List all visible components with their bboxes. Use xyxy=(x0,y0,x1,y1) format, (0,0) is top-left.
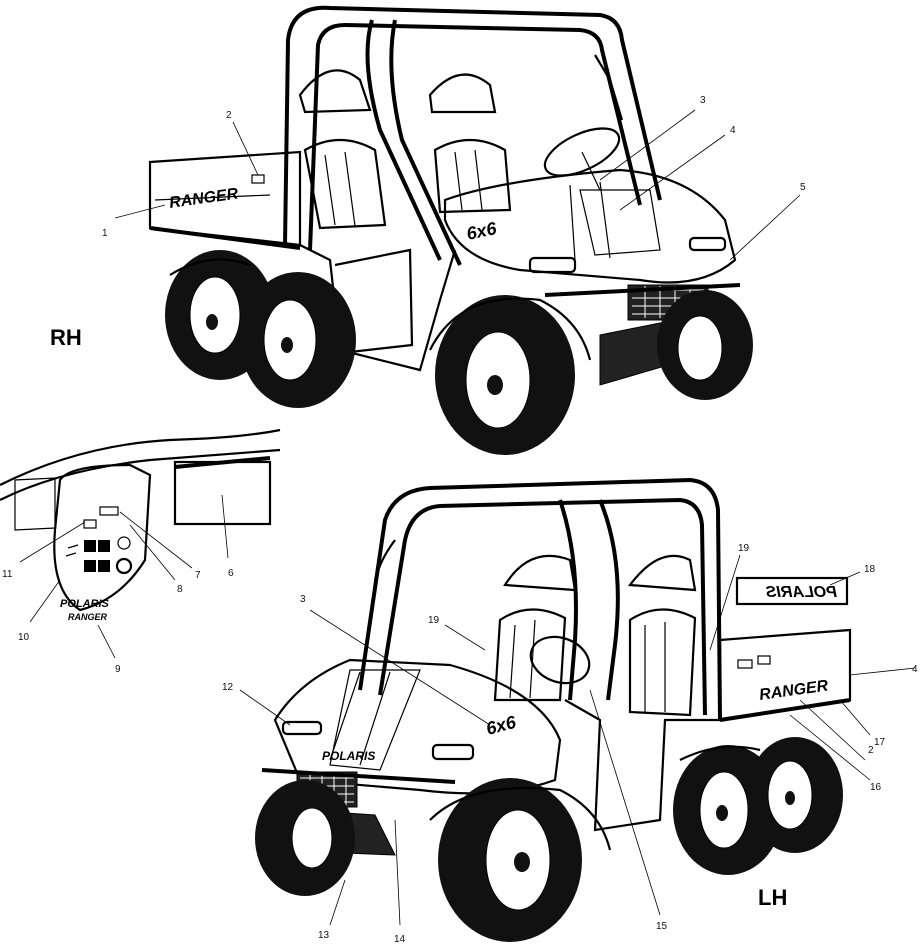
callout-4-lh: 4 xyxy=(912,664,918,675)
callout-19-hood: 19 xyxy=(428,615,440,626)
callout-3-lh: 3 xyxy=(300,594,306,605)
callout-14: 14 xyxy=(394,934,406,945)
lh-vehicle: RANGER POLARIS 6x6 POLARIS xyxy=(255,477,852,942)
rh-vehicle: RANGER 6x6 xyxy=(148,5,753,455)
callout-1-rh: 1 xyxy=(102,228,108,239)
callout-15: 15 xyxy=(656,921,668,932)
callout-10: 10 xyxy=(18,632,30,643)
callout-7: 7 xyxy=(195,570,201,581)
dash-ranger-decal: RANGER xyxy=(68,612,108,622)
rh-view-label: RH xyxy=(50,325,82,350)
callout-11: 11 xyxy=(2,569,13,580)
callout-4-rh: 4 xyxy=(730,125,736,136)
callout-2-lh: 2 xyxy=(868,745,874,756)
hood-polaris-decal: POLARIS xyxy=(322,749,375,763)
callout-18: 18 xyxy=(864,564,876,575)
callout-13: 13 xyxy=(318,930,330,941)
rear-polaris-decal: POLARIS xyxy=(766,584,837,601)
callout-6: 6 xyxy=(228,568,234,579)
rh-callouts: 1 2 3 4 5 xyxy=(102,95,806,261)
dash-callouts: 6 7 8 9 10 11 xyxy=(2,494,234,675)
callout-3-rh: 3 xyxy=(700,95,706,106)
callout-8: 8 xyxy=(177,584,183,595)
callout-19-cage: 19 xyxy=(738,543,750,554)
dash-polaris-decal: POLARIS xyxy=(60,598,110,610)
callout-5-rh: 5 xyxy=(800,182,806,193)
callout-9: 9 xyxy=(115,664,121,675)
callout-2-rh: 2 xyxy=(226,110,232,121)
callout-12: 12 xyxy=(222,682,234,693)
lh-view-label: LH xyxy=(758,885,787,910)
lh-callouts: 3 12 13 14 15 16 17 18 19 19 2 4 xyxy=(222,543,918,945)
callout-16: 16 xyxy=(870,782,882,793)
hood-6x6-decal-rh: 6x6 xyxy=(465,218,500,244)
callout-17: 17 xyxy=(874,737,886,748)
hood-6x6-decal-lh: 6x6 xyxy=(484,712,519,739)
dash-detail: POLARIS RANGER xyxy=(0,428,281,622)
bed-ranger-decal-lh: RANGER xyxy=(758,677,829,704)
